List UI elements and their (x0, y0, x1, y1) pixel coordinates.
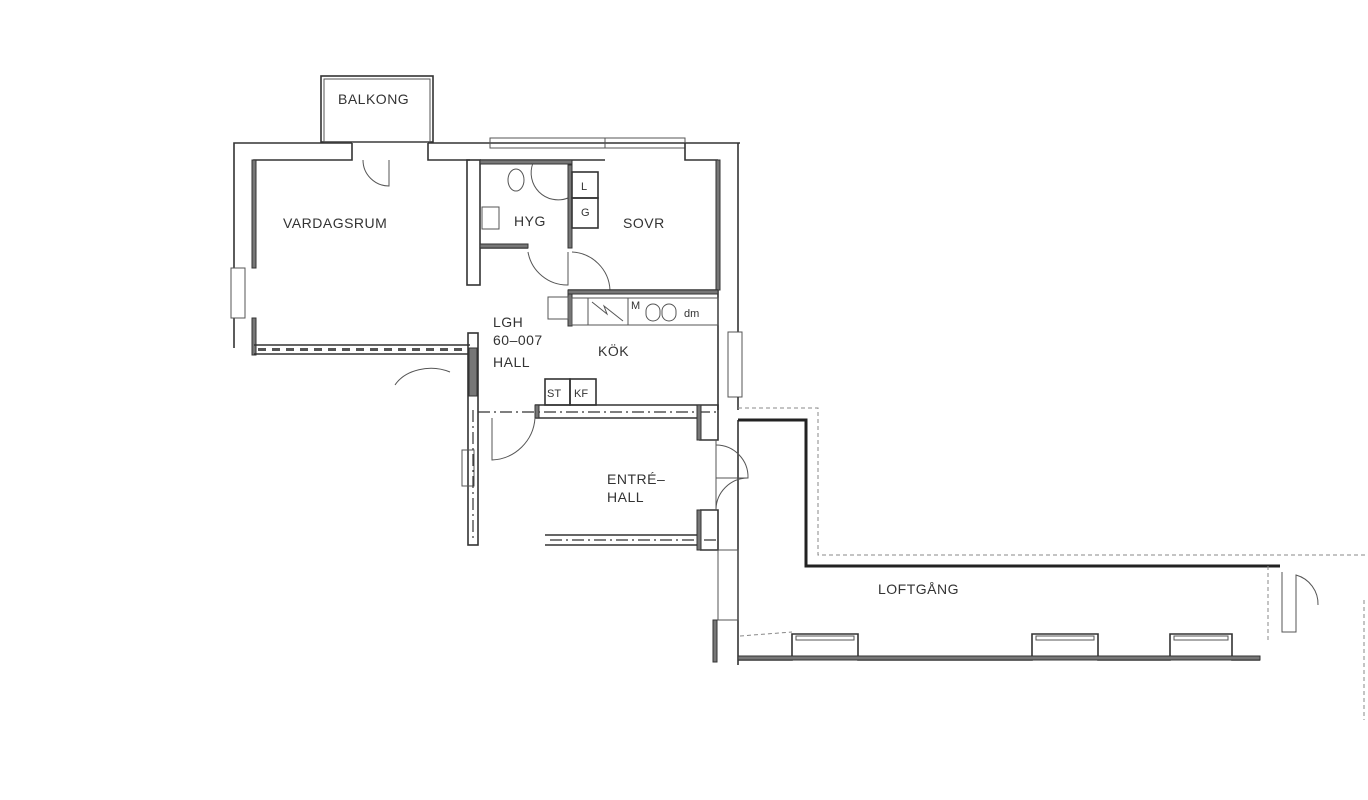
gallery-walkway: LOFTGÅNG (737, 407, 1368, 720)
stove-icon (587, 297, 629, 326)
entrance-label-line1: ENTRÉ– (607, 471, 665, 487)
kitchen: M dm KÖK ST KF (544, 289, 719, 406)
sink-basin-icon (645, 303, 661, 322)
balcony-label: BALKONG (338, 91, 409, 107)
entrance-label-line2: HALL (607, 489, 644, 505)
dishwasher-label: dm (684, 308, 699, 320)
sink-basin-icon (661, 303, 677, 322)
exterior-walls (230, 137, 743, 410)
apartment-id: 60–007 (493, 332, 543, 348)
bathroom-label: HYG (514, 213, 546, 229)
wardrobe-g-label: G (581, 207, 590, 219)
hall: LGH 60–007 HALL (394, 314, 543, 546)
interior-walls (478, 404, 720, 546)
wardrobe-l-label: L (581, 181, 587, 193)
gallery-label: LOFTGÅNG (878, 581, 959, 597)
entrance-hall: ENTRÉ– HALL (607, 404, 749, 665)
apartment-id-prefix: LGH (493, 314, 523, 330)
microwave-label: M (631, 300, 640, 312)
balcony: BALKONG (320, 75, 434, 143)
front-door-swing (715, 444, 749, 479)
bedroom: L G SOVR (571, 171, 665, 291)
bedroom-label: SOVR (623, 215, 665, 231)
kitchen-label: KÖK (598, 342, 629, 359)
living-room: VARDAGSRUM (254, 159, 481, 355)
hall-label: HALL (493, 354, 530, 370)
sink-icon (481, 206, 500, 230)
toilet-icon (507, 168, 525, 192)
entrance-inner-door-swing (491, 417, 536, 461)
fridge-freezer-label: KF (574, 388, 588, 400)
stove-label: ST (547, 388, 561, 400)
bathroom-door-swing (527, 251, 569, 286)
living-room-label: VARDAGSRUM (283, 215, 387, 231)
bathroom: HYG (479, 159, 573, 286)
balcony-door-swing (362, 159, 390, 187)
bedroom-door-swing (571, 251, 611, 291)
gallery-door-swing (1281, 572, 1319, 633)
